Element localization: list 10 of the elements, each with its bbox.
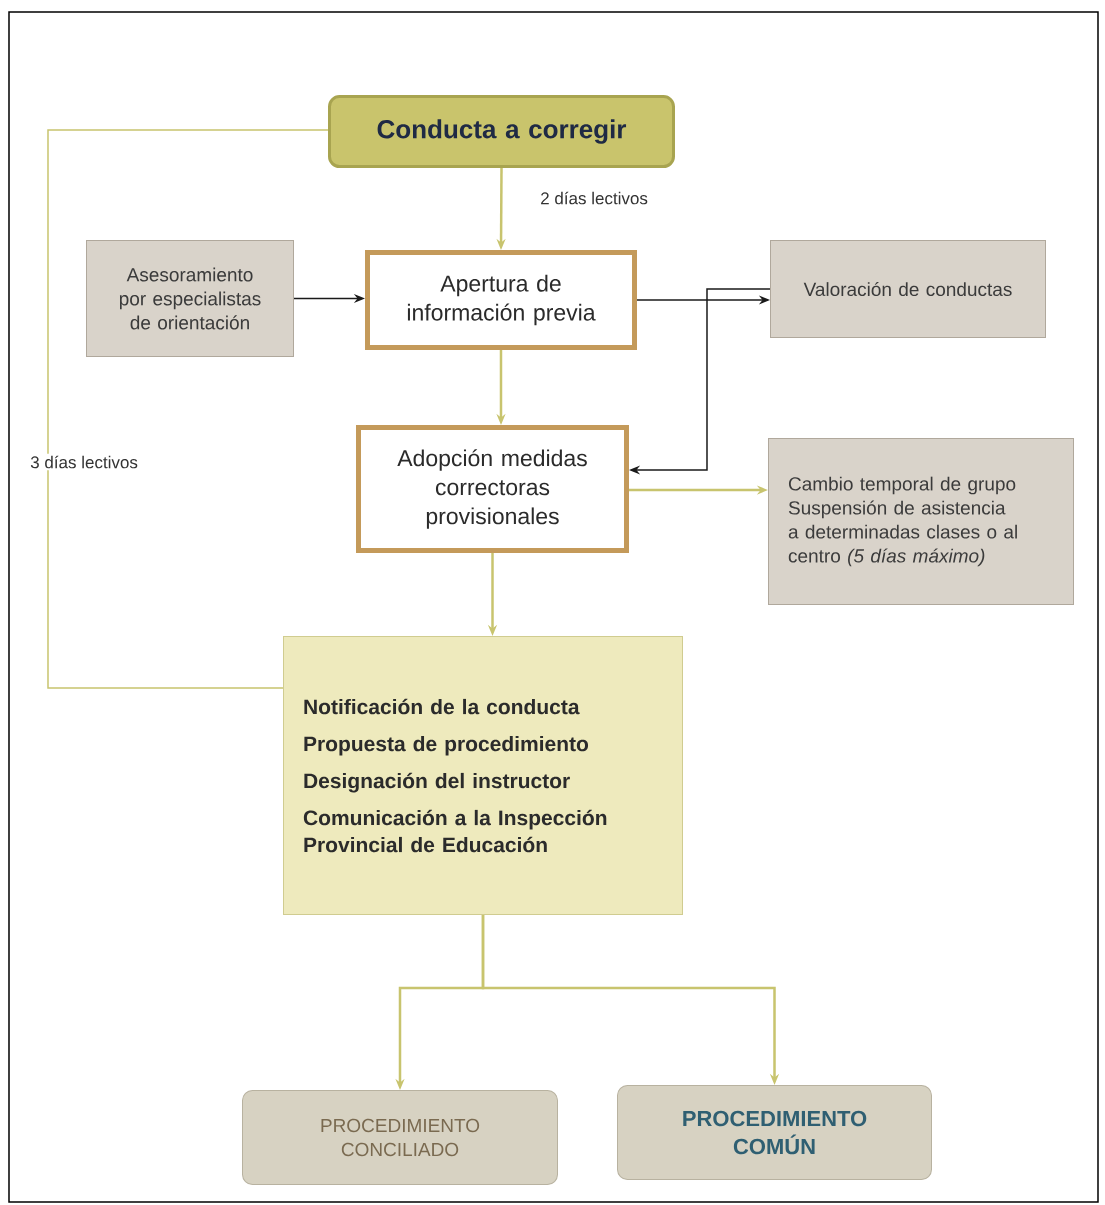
outcome-box: PROCEDIMIENTO COMÚN (617, 1085, 932, 1180)
process-box: Cambio temporal de grupo Suspensión de asistencia a determinadas clases o al centro (5 días máximo) (768, 438, 1074, 605)
process-box: Asesoramiento por especialistas de orientación (86, 240, 294, 357)
process-box: Notificación de la conducta Propuesta de procedimiento Designación del instructor Comunicación a la Inspección Provincial de Educación (283, 636, 683, 915)
process-box: Valoración de conductas (770, 240, 1046, 338)
process-box: Apertura de información previa (365, 250, 637, 350)
outcome-box: PROCEDIMIENTO CONCILIADO (242, 1090, 558, 1185)
title-box: Conducta a corregir (328, 95, 675, 168)
process-box: Adopción medidas correctoras provisionales (356, 425, 629, 553)
connector-line (47, 129, 329, 689)
